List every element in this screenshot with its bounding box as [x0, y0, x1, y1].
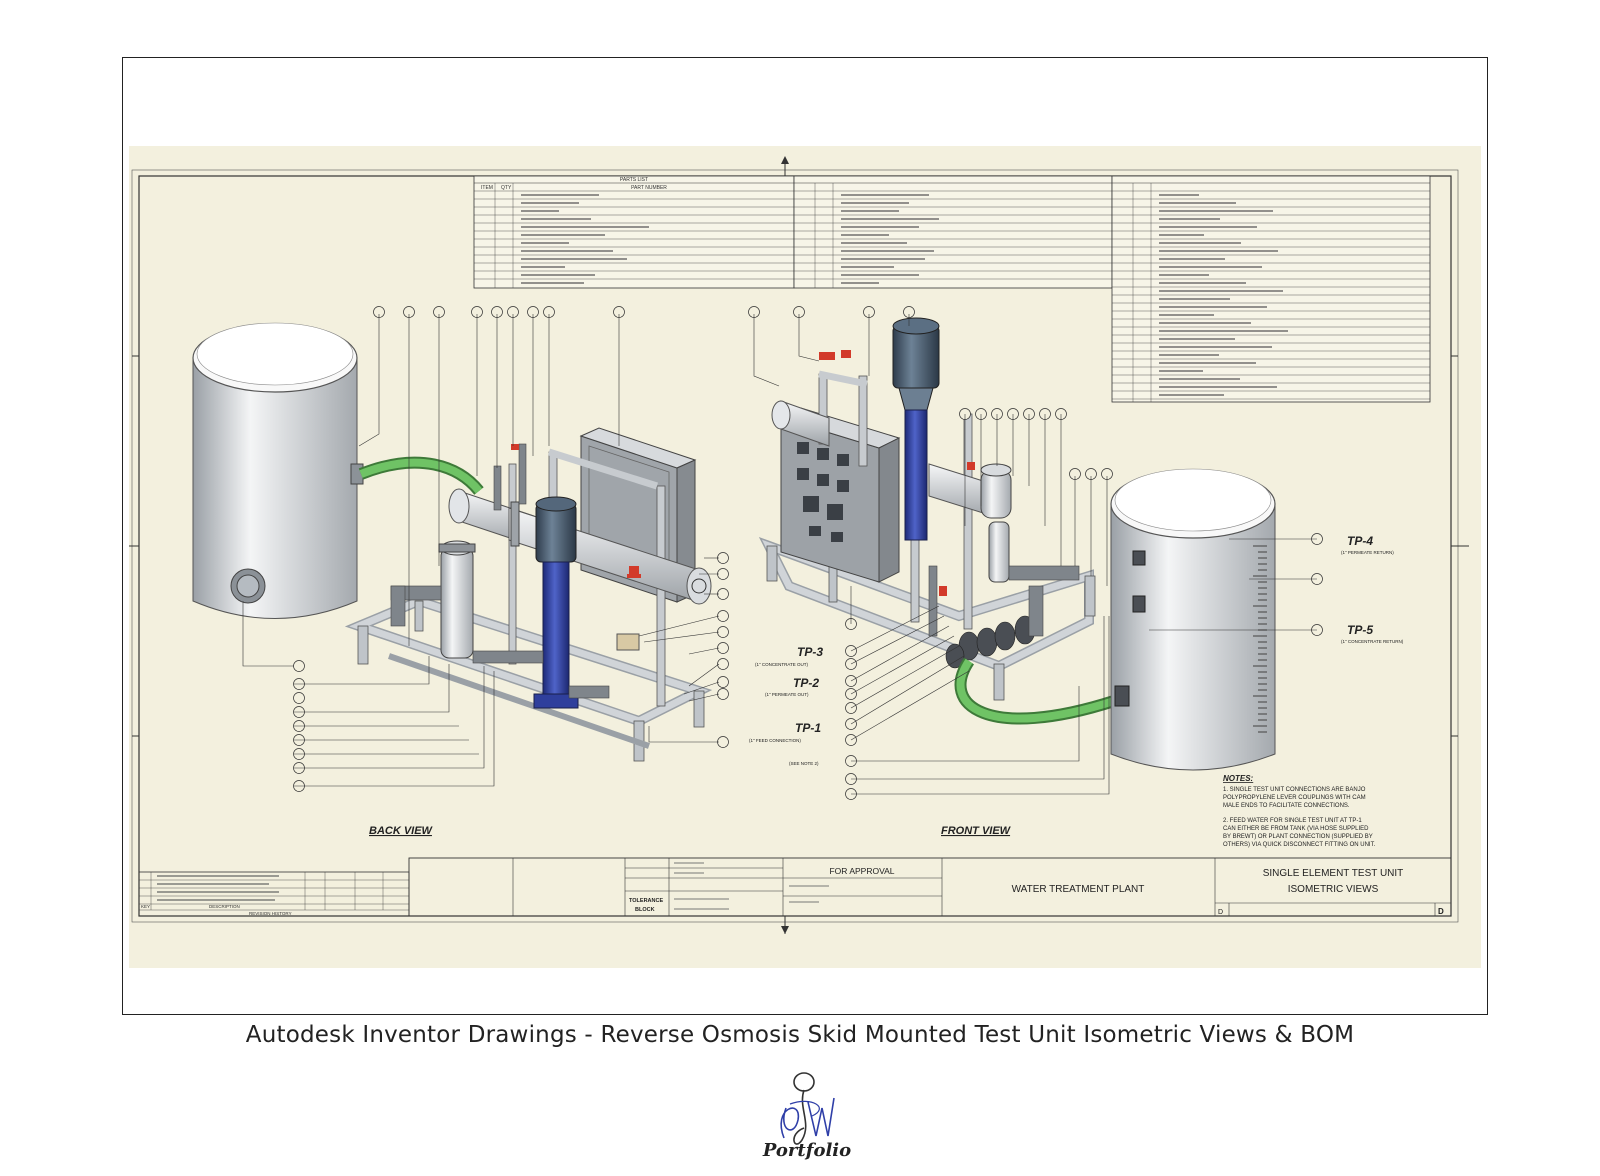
see-note: (SEE NOTE 2): [789, 761, 819, 766]
back-view-assembly: BACK VIEW: [192, 322, 713, 837]
rev-key: KEY: [141, 904, 150, 909]
tp5-desc: (1" CONCENTRATE RETURN): [1341, 639, 1404, 644]
tp1-label: TP-1: [795, 721, 821, 735]
sheet-size-left: D: [1218, 909, 1223, 916]
note2-line4: OTHERS) VIA QUICK DISCONNECT FITTING ON …: [1223, 842, 1376, 848]
parts-list-1: PARTS LIST ITEM QTY PART NUMBER: [473, 175, 795, 289]
approval-status: FOR APPROVAL: [829, 866, 894, 876]
revision-block: KEY DESCRIPTION REVISION HISTORY: [138, 871, 410, 917]
tp4-label: TP-4: [1347, 534, 1373, 548]
drawing-title-line1: SINGLE ELEMENT TEST UNIT: [1263, 868, 1404, 879]
rev-description: DESCRIPTION: [209, 904, 240, 909]
back-tank: [192, 322, 364, 619]
front-housing: [892, 317, 940, 541]
tp2-desc: (1" PERMEATE OUT): [765, 692, 809, 697]
test-point-labels: TP-3 (1" CONCENTRATE OUT) TP-2 (1" PERME…: [749, 534, 1404, 766]
item-balloon: [717, 658, 729, 670]
note1-line2: POLYPROPYLENE LEVER COUPLINGS WITH CAM: [1223, 795, 1366, 801]
drawing-title-line2: ISOMETRIC VIEWS: [1288, 884, 1379, 895]
front-view-label: FRONT VIEW: [941, 825, 1012, 837]
monogram-icon: [780, 1072, 835, 1145]
front-view-assembly: FRONT VIEW: [758, 317, 1276, 837]
item-balloon: [717, 568, 729, 580]
tp5-label: TP-5: [1347, 623, 1373, 637]
tp3-label: TP-3: [797, 645, 823, 659]
note1-line3: MALE ENDS TO FACILITATE CONNECTIONS.: [1223, 803, 1350, 809]
tp2-label: TP-2: [793, 676, 819, 690]
note2-line1: 2. FEED WATER FOR SINGLE TEST UNIT AT TP…: [1223, 818, 1362, 824]
drawing-notes: NOTES: 1. SINGLE TEST UNIT CONNECTIONS A…: [1223, 774, 1376, 848]
col-part: PART NUMBER: [631, 185, 667, 191]
item-balloon: [717, 588, 729, 600]
item-balloon: [717, 736, 729, 748]
back-cartridge-filter: [438, 540, 476, 659]
back-view-label: BACK VIEW: [369, 825, 434, 837]
item-balloon: [293, 660, 305, 672]
tp3-desc: (1" CONCENTRATE OUT): [755, 662, 809, 667]
note2-line3: BY BREWT) OR PLANT CONNECTION (SUPPLIED …: [1223, 834, 1373, 840]
item-balloon: [717, 642, 729, 654]
block-label: BLOCK: [635, 907, 655, 913]
logo-wordmark: Portfolio: [762, 1140, 852, 1161]
note2-line2: CAN EITHER BE FROM TANK (VIA HOSE SUPPLI…: [1223, 826, 1369, 832]
front-control-panel: [779, 407, 901, 583]
project-name: WATER TREATMENT PLANT: [1012, 884, 1145, 895]
parts-list-title: PARTS LIST: [620, 177, 648, 183]
drawing-frame: PARTS LIST ITEM QTY PART NUMBER: [122, 57, 1488, 1015]
notes-title: NOTES:: [1223, 774, 1254, 783]
item-balloon: [717, 676, 729, 688]
sheet-size: D: [1438, 907, 1444, 916]
item-balloon: [717, 626, 729, 638]
drawing-sheet: PARTS LIST ITEM QTY PART NUMBER: [129, 146, 1481, 968]
parts-list-3: [1111, 175, 1431, 403]
item-balloon: [717, 552, 729, 564]
rev-history: REVISION HISTORY: [249, 911, 292, 916]
title-block: FOR APPROVAL WATER TREATMENT PLANT SINGL…: [408, 857, 1452, 917]
balloons: [293, 306, 1323, 800]
item-balloon: [717, 688, 729, 700]
note1-line1: 1. SINGLE TEST UNIT CONNECTIONS ARE BANJ…: [1223, 787, 1366, 793]
tp1-desc: (1" FEED CONNECTION): [749, 738, 801, 743]
tp4-desc: (1" PERMEATE RETURN): [1341, 550, 1394, 555]
col-item: ITEM: [481, 185, 493, 191]
portfolio-logo: Portfolio: [742, 1068, 872, 1168]
front-tank: [1110, 468, 1276, 771]
cad-drawing: PARTS LIST ITEM QTY PART NUMBER: [129, 156, 1469, 934]
figure-caption: Autodesk Inventor Drawings - Reverse Osm…: [245, 1022, 1355, 1048]
item-balloon: [717, 610, 729, 622]
col-qty: QTY: [501, 185, 512, 191]
parts-list-2: [793, 175, 1113, 289]
back-pump: [533, 496, 579, 709]
tolerance-label: TOLERANCE: [629, 898, 663, 904]
item-balloon: [293, 692, 305, 704]
